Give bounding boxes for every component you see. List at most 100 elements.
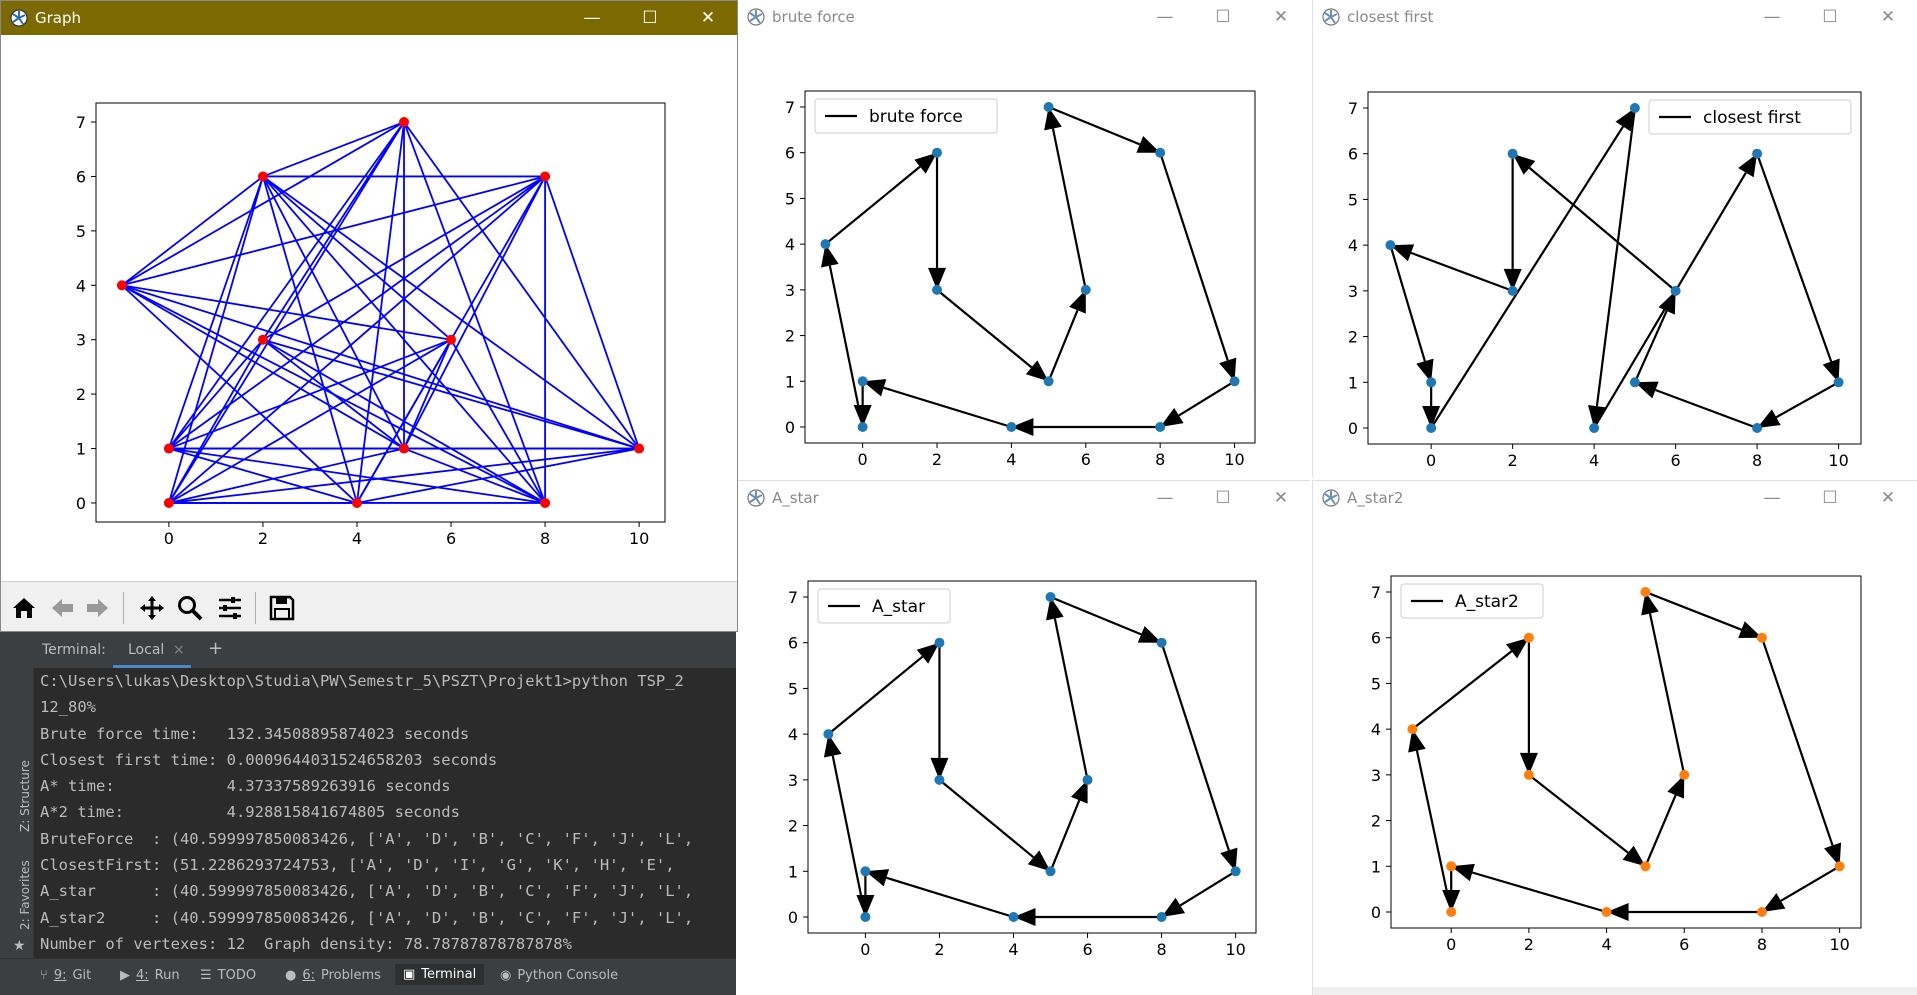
minimize-button[interactable]: — xyxy=(1156,7,1174,27)
city-point xyxy=(1008,912,1019,922)
tool-tab-problems[interactable]: ●6:Problems xyxy=(285,968,381,983)
maximize-button[interactable]: ☐ xyxy=(1215,488,1231,508)
graph-edge xyxy=(403,176,546,449)
zoom-icon[interactable] xyxy=(173,592,207,624)
minimize-button[interactable]: — xyxy=(1763,488,1781,508)
path-segment xyxy=(1053,618,1089,781)
active-tab-indicator xyxy=(113,665,191,668)
save-icon[interactable] xyxy=(265,592,299,624)
y-tick-label: 5 xyxy=(1348,190,1358,209)
tool-tab-number: 4: xyxy=(136,968,149,983)
x-tick-label: 2 xyxy=(932,450,942,469)
terminal-line: BruteForce : (40.599997850083426, ['A', … xyxy=(40,829,694,848)
graph-edge xyxy=(262,175,452,341)
close-button[interactable]: ✕ xyxy=(700,8,716,28)
closest-first-titlebar[interactable]: closest first — ☐ ✕ xyxy=(1313,0,1917,34)
city-point xyxy=(1640,861,1651,872)
minimize-button[interactable]: — xyxy=(1156,488,1174,508)
arrow-head xyxy=(1822,358,1840,383)
city-point xyxy=(1756,907,1767,917)
graph-node xyxy=(116,280,127,291)
close-button[interactable]: ✕ xyxy=(1273,488,1289,508)
forward-arrow-icon[interactable] xyxy=(81,592,115,624)
arrow-head xyxy=(1667,774,1685,799)
city-point xyxy=(932,284,943,295)
minimize-button[interactable]: — xyxy=(1763,7,1781,27)
graph-edge xyxy=(168,447,640,504)
new-tab-button[interactable]: + xyxy=(208,638,224,659)
graph-edge xyxy=(262,338,405,450)
close-button[interactable]: ✕ xyxy=(1273,7,1289,27)
tool-tab-git[interactable]: ⑂9:Git xyxy=(40,968,91,983)
y-tick-label: 7 xyxy=(788,588,798,607)
branch-icon: ⑂ xyxy=(40,968,48,983)
city-point xyxy=(823,729,834,740)
ide-terminal-panel: Z: Structure 2: Favorites ★ Terminal: Lo… xyxy=(0,632,736,995)
axes-frame xyxy=(1390,575,1862,929)
city-point xyxy=(1426,423,1437,433)
graph-node xyxy=(163,497,174,508)
arrow-head xyxy=(1503,268,1522,291)
path-segment xyxy=(936,289,1033,369)
tab-local[interactable]: Local xyxy=(128,642,165,658)
maximize-button[interactable]: ☐ xyxy=(1822,7,1838,27)
y-tick-label: 0 xyxy=(788,908,798,927)
graph-edge xyxy=(450,339,546,504)
structure-tool-tab[interactable]: Z: Structure xyxy=(18,760,32,832)
city-point xyxy=(1045,592,1056,602)
legend-label: brute force xyxy=(869,107,963,127)
close-tab-icon[interactable]: × xyxy=(173,642,185,658)
todo-icon: ☰ xyxy=(200,968,212,983)
tool-tab-terminal[interactable]: ▣Terminal xyxy=(395,964,485,985)
brute-force-titlebar[interactable]: brute force — ☐ ✕ xyxy=(738,0,1310,34)
configure-subplots-icon[interactable] xyxy=(213,592,247,624)
city-point xyxy=(820,239,831,250)
city-point xyxy=(1080,284,1091,295)
graph-titlebar[interactable]: Graph — ☐ ✕ xyxy=(1,1,737,35)
x-tick-label: 10 xyxy=(1224,450,1244,469)
city-point xyxy=(1834,861,1845,872)
tool-tab-todo[interactable]: ☰TODO xyxy=(200,968,256,983)
y-tick-label: 7 xyxy=(76,113,86,132)
maximize-button[interactable]: ☐ xyxy=(642,8,658,28)
x-tick-label: 6 xyxy=(1679,935,1689,954)
minimize-button[interactable]: — xyxy=(583,8,601,28)
ide-left-sidebar: Z: Structure 2: Favorites ★ xyxy=(0,632,34,995)
tool-tab-run[interactable]: ▶4:Run xyxy=(120,968,180,983)
path-segment xyxy=(1648,613,1686,776)
pan-icon[interactable] xyxy=(135,592,169,624)
favorites-tool-tab[interactable]: 2: Favorites xyxy=(18,860,32,930)
terminal-output[interactable]: C:\Users\lukas\Desktop\Studia\PW\Semestr… xyxy=(40,668,736,959)
graph-edge xyxy=(262,121,405,341)
city-point xyxy=(1155,422,1166,432)
city-point xyxy=(1045,866,1056,877)
y-tick-label: 4 xyxy=(1371,720,1381,739)
maximize-button[interactable]: ☐ xyxy=(1822,488,1838,508)
y-tick-label: 2 xyxy=(785,327,795,346)
y-tick-label: 1 xyxy=(1371,857,1381,876)
a-star-titlebar[interactable]: A_star — ☐ ✕ xyxy=(738,481,1310,515)
city-point xyxy=(1156,637,1167,648)
path-segment xyxy=(831,755,867,918)
x-tick-label: 6 xyxy=(1081,450,1091,469)
arrow-head xyxy=(1390,244,1415,262)
a-star2-titlebar[interactable]: A_star2 — ☐ ✕ xyxy=(1313,481,1917,515)
arrow-head xyxy=(1046,597,1064,621)
x-tick-label: 10 xyxy=(629,529,649,548)
close-button[interactable]: ✕ xyxy=(1880,488,1896,508)
graph-edge xyxy=(168,447,405,504)
y-tick-label: 2 xyxy=(1348,328,1358,347)
city-point xyxy=(934,637,945,648)
path-segment xyxy=(1050,595,1142,636)
maximize-button[interactable]: ☐ xyxy=(1215,7,1231,27)
city-point xyxy=(1446,907,1457,917)
close-button[interactable]: ✕ xyxy=(1880,7,1896,27)
tool-tab-python-console[interactable]: ◉Python Console xyxy=(500,968,618,983)
home-icon[interactable] xyxy=(7,592,41,624)
terminal-icon: ▣ xyxy=(403,967,416,982)
x-tick-label: 10 xyxy=(1829,935,1849,954)
city-point xyxy=(1833,377,1844,388)
back-arrow-icon[interactable] xyxy=(45,592,79,624)
arrow-head xyxy=(1519,752,1538,775)
